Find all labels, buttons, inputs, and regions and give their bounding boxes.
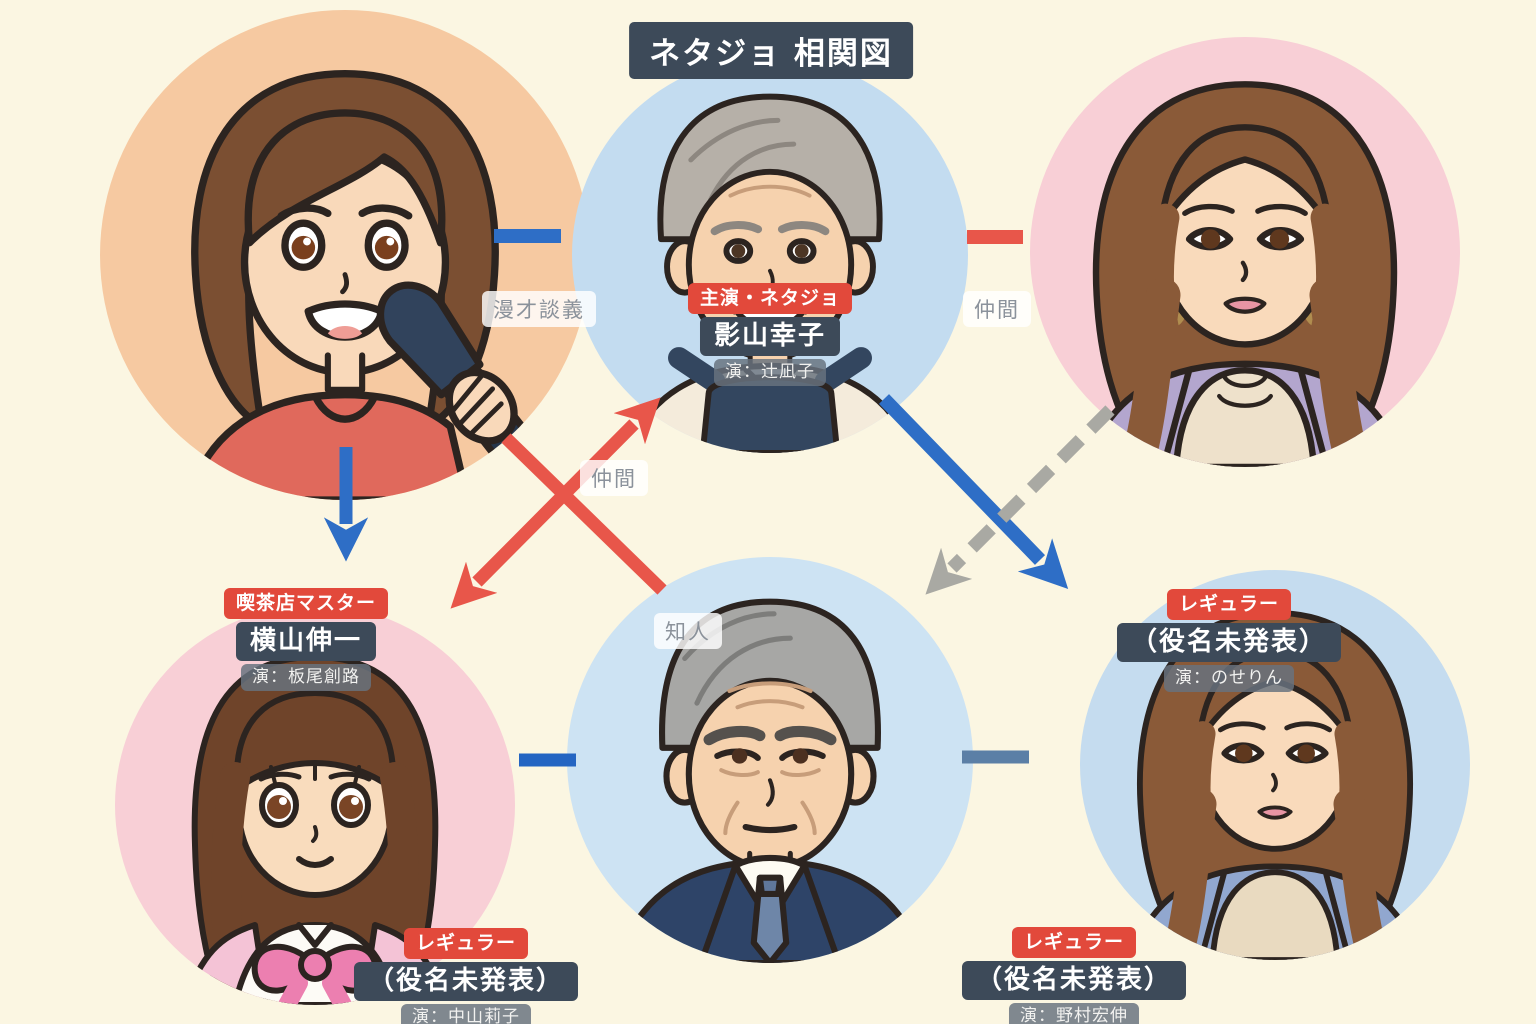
role-badge-nakayama: レギュラー: [403, 928, 529, 959]
actor-badge-noserin: 演：のせりん: [1163, 665, 1294, 692]
man-in-suit-portrait: [612, 598, 928, 963]
name-badge-master: 横山伸一: [235, 621, 377, 662]
relation-label-nakama-cross: 仲間: [580, 460, 648, 496]
girl-with-bow-portrait: [180, 654, 450, 1005]
page-title: ネタジョ 相関図: [629, 22, 913, 79]
role-badge-noserin: レギュラー: [1166, 589, 1292, 620]
portrait-circle-woman-mic: [100, 10, 590, 500]
badge-group-regular-nomura: レギュラー （役名未発表） 演：野村宏伸: [961, 927, 1187, 1024]
woman-with-microphone-portrait: [184, 70, 551, 500]
actor-badge-nomura: 演：野村宏伸: [1008, 1003, 1139, 1024]
name-badge-noserin: （役名未発表）: [1116, 622, 1342, 663]
actor-badge-nakayama: 演：中山莉子: [400, 1004, 531, 1024]
relation-label-chijin: 知人: [654, 613, 722, 649]
role-badge-master: 喫茶店マスター: [223, 588, 389, 619]
woman-long-hair-portrait: [1082, 81, 1408, 467]
name-badge-nakayama: （役名未発表）: [353, 961, 579, 1002]
name-badge-lead: 影山幸子: [699, 316, 841, 357]
portrait-circle-woman-lavender: [1030, 37, 1460, 467]
arrow-dashed-to-bottom-center: [925, 405, 1115, 595]
portrait-circle-woman-blue-blazer: [1080, 570, 1470, 960]
role-badge-lead: 主演・ネタジョ: [687, 283, 853, 314]
relation-label-nakama-top: 仲間: [963, 291, 1031, 327]
badge-group-lead: 主演・ネタジョ 影山幸子 演：辻凪子: [687, 283, 853, 386]
badge-group-master: 喫茶店マスター 横山伸一 演：板尾創路: [223, 588, 389, 691]
arrow-center-to-bottom-right: [878, 394, 1069, 590]
portrait-circle-kageyama: [572, 57, 968, 453]
badge-group-regular-nakayama: レギュラー （役名未発表） 演：中山莉子: [353, 928, 579, 1024]
actor-badge-master: 演：板尾創路: [240, 664, 371, 691]
pink-bow-icon: [251, 943, 379, 1005]
relation-label-manzai-dangi: 漫才談義: [482, 291, 596, 327]
badge-group-regular-noserin: レギュラー （役名未発表） 演：のせりん: [1116, 589, 1342, 692]
elderly-man-apron-portrait: [624, 93, 916, 453]
portrait-circle-man-suit: [567, 557, 973, 963]
name-badge-nomura: （役名未発表）: [961, 960, 1187, 1001]
red-double-arrow: [450, 397, 661, 609]
actor-badge-lead: 演：辻凪子: [713, 359, 826, 386]
role-badge-nomura: レギュラー: [1011, 927, 1137, 958]
